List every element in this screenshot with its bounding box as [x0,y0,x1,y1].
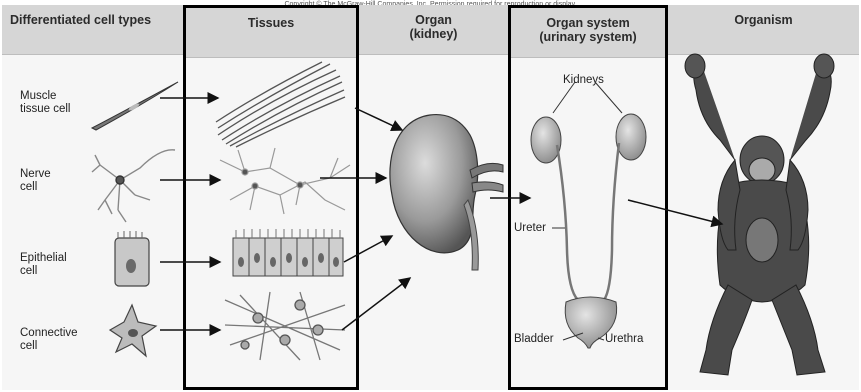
nerve-cell-drawing [92,150,175,222]
chimpanzee-drawing [685,54,834,375]
arrow-epithelial-tissue-to-organ [344,236,392,262]
epithelial-tissue-drawing [233,229,343,276]
arrow-system-to-organism [628,200,722,224]
kidney-organ-drawing [390,115,503,270]
arrow-connective-tissue-to-organ [342,278,410,330]
epithelial-cell-drawing [115,231,149,286]
nerve-tissue-drawing [220,148,350,214]
muscle-tissue-drawing [216,62,345,147]
connective-tissue-drawing [225,292,345,360]
muscle-cell-drawing [92,82,178,130]
connective-cell-drawing [110,305,156,356]
arrow-muscle-tissue-to-organ [355,108,402,130]
urinary-system-drawing [531,82,646,348]
